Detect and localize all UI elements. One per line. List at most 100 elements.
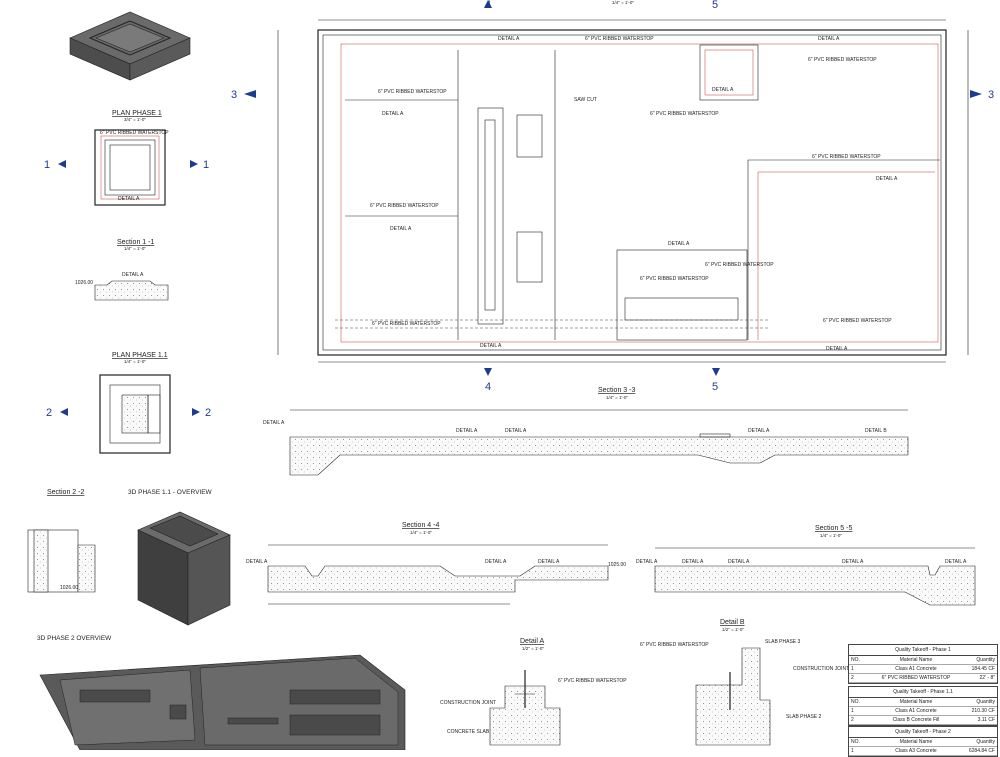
sec11-title: Section 1 -1 <box>117 239 154 246</box>
iso-phase1 <box>69 11 191 81</box>
sec55-title: Section 5 -5 <box>815 525 852 532</box>
marker-arrow-2-left <box>60 408 68 416</box>
plan-waterstop-2: 6" PVC RIBBED WATERSTOP <box>808 57 877 63</box>
sec33-detail-b: DETAIL B <box>865 428 887 434</box>
col-material: Material Name <box>899 657 933 663</box>
col-material: Material Name <box>899 699 933 705</box>
plan-waterstop-6: 6" PVC RIBBED WATERSTOP <box>370 203 439 209</box>
plan-waterstop-4: 6" PVC RIBBED WATERSTOP <box>650 111 719 117</box>
marker-arrow-5-bottom <box>712 368 720 376</box>
marker-1-left: 1 <box>44 159 50 171</box>
sec44-drawing <box>267 544 609 605</box>
col-no: NO. <box>851 699 860 705</box>
sec33-detail-a-2: DETAIL A <box>456 428 478 434</box>
plan11-scale: 1/4" = 1'-0" <box>124 359 146 364</box>
sec55-detail-a-4: DETAIL A <box>842 559 864 565</box>
sec33-title: Section 3 -3 <box>598 387 635 394</box>
takeoff-table-phase11: Quality Takeoff - Phase 1.1 NO. Material… <box>848 686 998 726</box>
col-quantity: Quantity <box>976 739 995 745</box>
sec44-detail-a-3: DETAIL A <box>538 559 560 565</box>
col-no: NO. <box>851 739 860 745</box>
plan-waterstop-9: 6" PVC RIBBED WATERSTOP <box>823 318 892 324</box>
marker-2-right: 2 <box>205 407 211 419</box>
plan-detail-a-8: DETAIL A <box>480 343 502 349</box>
plan-detail-a-2: DETAIL A <box>818 36 840 42</box>
marker-3-right: 3 <box>988 89 994 101</box>
sec33-scale: 1/4" = 1'-0" <box>606 395 628 400</box>
marker-arrow-1-left <box>58 160 66 168</box>
table-row: 2 6" PVC RIBBED WATERSTOP 22' - 8" <box>849 674 997 683</box>
overview2-model <box>39 654 406 750</box>
plan11-title: PLAN PHASE 1.1 <box>112 352 168 359</box>
detail-b-drawing <box>695 647 771 746</box>
sec22-title: Section 2 -2 <box>47 489 84 496</box>
table-header-row: NO. Material Name Quantity <box>849 738 997 747</box>
marker-3-left: 3 <box>231 89 237 101</box>
sec11-elevation: 1026.00 <box>75 280 93 286</box>
detail-b-slab-phase2: SLAB PHASE 2 <box>786 714 822 720</box>
marker-4-bottom: 4 <box>485 381 491 393</box>
main-plan-scale: 1/4" = 1'-0" <box>612 0 634 5</box>
marker-5-top: 5 <box>712 0 718 11</box>
detail-a-waterstop: 6" PVC RIBBED WATERSTOP <box>558 678 627 684</box>
table-header-row: NO. Material Name Quantity <box>849 698 997 707</box>
plan1-waterstop-label: 6" PVC RIBBED WATERSTOP <box>100 130 169 136</box>
sec44-elevation: 1025.00 <box>608 562 626 568</box>
detail-a-scale: 1/2" = 1'-0" <box>522 646 544 651</box>
cell-no: 1 <box>851 708 854 714</box>
sec11-drawing <box>94 280 169 301</box>
sec55-drawing <box>654 547 976 606</box>
sec22-elevation: 1026.00 <box>60 585 78 591</box>
cell-material: Class A1 Concrete <box>895 708 937 714</box>
cell-quantity: 3.11 CF <box>977 717 995 723</box>
table-header-row: NO. Material Name Quantity <box>849 656 997 665</box>
plan-saw-cut: SAW CUT <box>574 97 597 103</box>
detail-a-construction-joint: CONSTRUCTION JOINT <box>440 700 496 706</box>
plan1-title: PLAN PHASE 1 <box>112 110 162 117</box>
detail-b-slab-phase3: SLAB PHASE 3 <box>765 639 801 645</box>
sec44-title: Section 4 -4 <box>402 522 439 529</box>
overview2-title: 3D PHASE 2 OVERVIEW <box>37 635 112 642</box>
detail-b-construction-joint: CONSTRUCTION JOINT <box>793 666 849 672</box>
marker-arrow-1-right <box>190 160 198 168</box>
col-no: NO. <box>851 657 860 663</box>
plan-waterstop-1: 6" PVC RIBBED WATERSTOP <box>585 36 654 42</box>
sec11-detail-a: DETAIL A <box>122 272 144 278</box>
sec11-scale: 1/4" = 1'-0" <box>124 246 146 251</box>
cell-no: 1 <box>851 666 854 672</box>
plan-waterstop-5: 6" PVC RIBBED WATERSTOP <box>812 154 881 160</box>
table-row: 1 Class A1 Concrete 184.45 CF <box>849 665 997 674</box>
marker-1-right: 1 <box>203 159 209 171</box>
sec33-detail-a-1: DETAIL A <box>263 420 285 426</box>
takeoff-title: Quality Takeoff - Phase 1.1 <box>849 687 997 698</box>
marker-arrow-3-right <box>970 90 982 98</box>
plan11-drawing <box>99 374 171 454</box>
table-row: 2 Class B Concrete Fill 3.11 CF <box>849 716 997 725</box>
cell-material: 6" PVC RIBBED WATERSTOP <box>881 675 951 681</box>
table-row: 1 Class A3 Concrete 6284.84 CF <box>849 747 997 756</box>
marker-arrow-4-top <box>484 0 492 8</box>
marker-2-left: 2 <box>46 407 52 419</box>
plan-waterstop-3: 6" PVC RIBBED WATERSTOP <box>378 89 447 95</box>
sec33-detail-a-4: DETAIL A <box>748 428 770 434</box>
marker-arrow-3-left <box>244 90 256 98</box>
col-quantity: Quantity <box>976 699 995 705</box>
plan1-scale: 3/4" = 1'-0" <box>124 117 146 122</box>
table-row: 1 Class A1 Concrete 210.30 CF <box>849 707 997 716</box>
takeoff-title: Quality Takeoff - Phase 2 <box>849 727 997 738</box>
takeoff-table-phase2: Quality Takeoff - Phase 2 NO. Material N… <box>848 726 998 757</box>
plan-detail-a-4: DETAIL A <box>712 87 734 93</box>
sec55-detail-a-1: DETAIL A <box>636 559 658 565</box>
plan-waterstop-10: 6" PVC RIBBED WATERSTOP <box>372 321 441 327</box>
plan-waterstop-7: 6" PVC RIBBED WATERSTOP <box>705 262 774 268</box>
detail-a-drawing <box>489 670 561 746</box>
detail-a-title: Detail A <box>520 638 544 645</box>
plan-detail-a-6: DETAIL A <box>390 226 412 232</box>
plan-detail-a-9: DETAIL A <box>826 346 848 352</box>
cell-no: 2 <box>851 717 854 723</box>
marker-arrow-4-bottom <box>484 368 492 376</box>
plan1-drawing <box>94 129 166 206</box>
sec22-drawing <box>27 529 96 593</box>
sec55-detail-a-5: DETAIL A <box>945 559 967 565</box>
